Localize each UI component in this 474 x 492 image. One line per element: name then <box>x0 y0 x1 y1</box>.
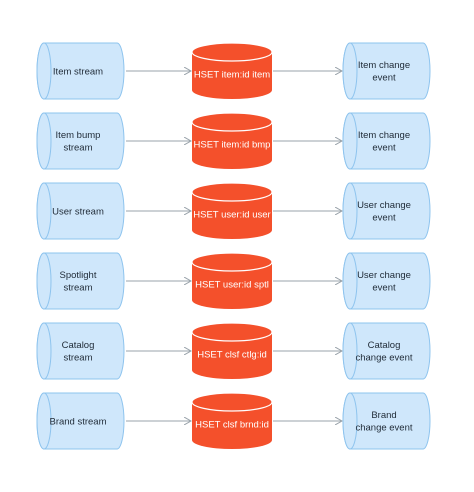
redis-store-label-line-1: HSET user:id user <box>193 209 270 220</box>
redis-store: HSET user:id sptl <box>191 252 273 309</box>
pipeline-row: User stream HSET user:id user User change e… <box>36 182 431 240</box>
change-event-label-line-2: event <box>372 73 396 84</box>
change-event-label-line-2: event <box>372 143 396 154</box>
source-stream: User stream <box>36 182 125 240</box>
redis-store-cylinder-body <box>192 52 272 99</box>
redis-store-cylinder-body <box>192 402 272 449</box>
source-stream: Catalog stream <box>36 322 125 380</box>
source-stream-label-line-2: stream <box>63 283 92 294</box>
source-stream-cylinder-cap <box>36 322 52 380</box>
source-stream-label-line-2: stream <box>63 353 92 364</box>
source-stream: Brand stream <box>36 392 125 450</box>
pipeline-row: Catalog stream HSET clsf ctlg:id Catalog cha… <box>36 322 431 380</box>
redis-store-cylinder-body <box>192 122 272 169</box>
source-stream-label-line-1: Spotlight <box>60 270 97 281</box>
redis-store: HSET clsf brnd:id <box>191 392 273 449</box>
redis-store: HSET user:id user <box>191 182 273 239</box>
redis-store: HSET item:id bmp <box>191 112 273 169</box>
change-event: Catalog change event <box>342 322 431 380</box>
source-stream: Item stream <box>36 42 125 100</box>
change-event-cylinder-cap <box>342 182 358 240</box>
source-stream-cylinder-cap <box>36 252 52 310</box>
redis-store-cylinder-cap <box>191 322 273 342</box>
redis-store-label-line-1: HSET clsf brnd:id <box>195 419 269 430</box>
change-event-label-line-2: event <box>372 283 396 294</box>
change-event-cylinder-cap <box>342 112 358 170</box>
source-stream-label-line-1: Brand stream <box>49 416 106 427</box>
change-event-label-line-2: change event <box>355 423 412 434</box>
change-event-cylinder-cap <box>342 322 358 380</box>
redis-store-cylinder-body <box>192 262 272 309</box>
redis-store-cylinder-cap <box>191 182 273 202</box>
change-event: Item change event <box>342 42 431 100</box>
pipeline-row: Spotlight stream HSET user:id sptl User cha… <box>36 252 431 310</box>
pipeline-row: Item bump stream HSET item:id bmp Item chan… <box>36 112 431 170</box>
change-event: Item change event <box>342 112 431 170</box>
change-event-label-line-1: Item change <box>358 60 410 71</box>
source-stream: Item bump stream <box>36 112 125 170</box>
change-event-label-line-2: event <box>372 213 396 224</box>
change-event-cylinder-cap <box>342 252 358 310</box>
source-stream-label-line-1: User stream <box>52 206 104 217</box>
source-stream-label-line-1: Catalog <box>62 340 95 351</box>
source-stream-cylinder-cap <box>36 42 52 100</box>
redis-store-cylinder-body <box>192 332 272 379</box>
change-event: Brand change event <box>342 392 431 450</box>
change-event-label-line-1: Brand <box>371 410 396 421</box>
change-event-label-line-1: Catalog <box>368 340 401 351</box>
redis-store-cylinder-cap <box>191 252 273 272</box>
change-event-label-line-1: User change <box>357 200 411 211</box>
source-stream-cylinder-cap <box>36 392 52 450</box>
redis-store: HSET item:id item <box>191 42 273 99</box>
redis-store-cylinder-cap <box>191 42 273 62</box>
source-stream: Spotlight stream <box>36 252 125 310</box>
change-event-label-line-1: User change <box>357 270 411 281</box>
redis-store: HSET clsf ctlg:id <box>191 322 273 379</box>
redis-store-label-line-1: HSET item:id item <box>194 69 270 80</box>
change-event-cylinder-cap <box>342 42 358 100</box>
redis-store-label-line-1: HSET user:id sptl <box>195 279 269 290</box>
change-event-label-line-2: change event <box>355 353 412 364</box>
source-stream-label-line-1: Item stream <box>53 66 103 77</box>
redis-store-label-line-1: HSET clsf ctlg:id <box>197 349 267 360</box>
redis-store-label-line-1: HSET item:id bmp <box>194 139 271 150</box>
change-event-cylinder-cap <box>342 392 358 450</box>
redis-store-cylinder-body <box>192 192 272 239</box>
source-stream-label-line-1: Item bump <box>56 130 101 141</box>
pipeline-row: Item stream HSET item:id item Item change e… <box>36 42 431 100</box>
pipeline-row: Brand stream HSET clsf brnd:id Brand change… <box>36 392 431 450</box>
change-event: User change event <box>342 182 431 240</box>
source-stream-label-line-2: stream <box>63 143 92 154</box>
redis-store-cylinder-cap <box>191 112 273 132</box>
source-stream-cylinder-cap <box>36 112 52 170</box>
source-stream-cylinder-cap <box>36 182 52 240</box>
change-event: User change event <box>342 252 431 310</box>
redis-store-cylinder-cap <box>191 392 273 412</box>
change-event-label-line-1: Item change <box>358 130 410 141</box>
